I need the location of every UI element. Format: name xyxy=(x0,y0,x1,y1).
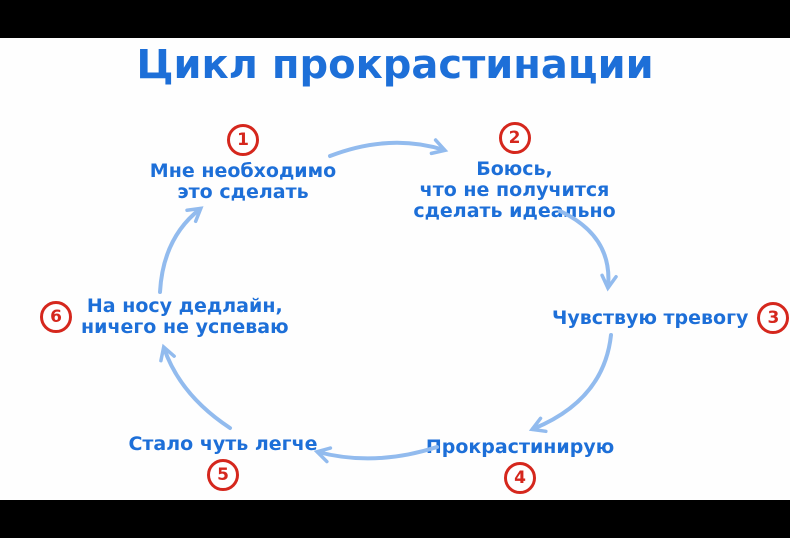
step-4-number-badge: 4 xyxy=(504,462,536,494)
step-2-number-badge: 2 xyxy=(498,122,531,154)
diagram-title: Цикл прокрастинации xyxy=(136,42,654,88)
step-6-label: На носу дедлайн, ничего не успеваю xyxy=(81,295,289,338)
step-4: 4 Прокрастинирую xyxy=(420,437,620,494)
step-3-label: Чувствую тревогу xyxy=(552,306,749,329)
step-6: 6 На носу дедлайн, ничего не успеваю xyxy=(40,296,289,338)
step-5: 5 Стало чуть легче xyxy=(123,434,323,491)
step-6-number-badge: 6 xyxy=(40,301,72,333)
diagram-canvas: Цикл прокрастинации 1 Мне необходимо это… xyxy=(0,38,790,500)
step-1-number-badge: 1 xyxy=(227,124,259,156)
step-1-label: Мне необходимо это сделать xyxy=(149,160,337,203)
step-3: Чувствую тревогу 3 xyxy=(552,302,790,334)
step-2: 2 Боюсь, что не получится сделать идеаль… xyxy=(412,122,617,222)
step-5-number-badge: 5 xyxy=(207,459,239,491)
step-2-label: Боюсь, что не получится сделать идеально xyxy=(413,158,616,222)
step-5-label: Стало чуть легче xyxy=(128,433,318,455)
step-1: 1 Мне необходимо это сделать xyxy=(143,124,343,203)
step-4-label: Прокрастинирую xyxy=(425,436,615,458)
step-3-number-badge: 3 xyxy=(757,302,790,334)
